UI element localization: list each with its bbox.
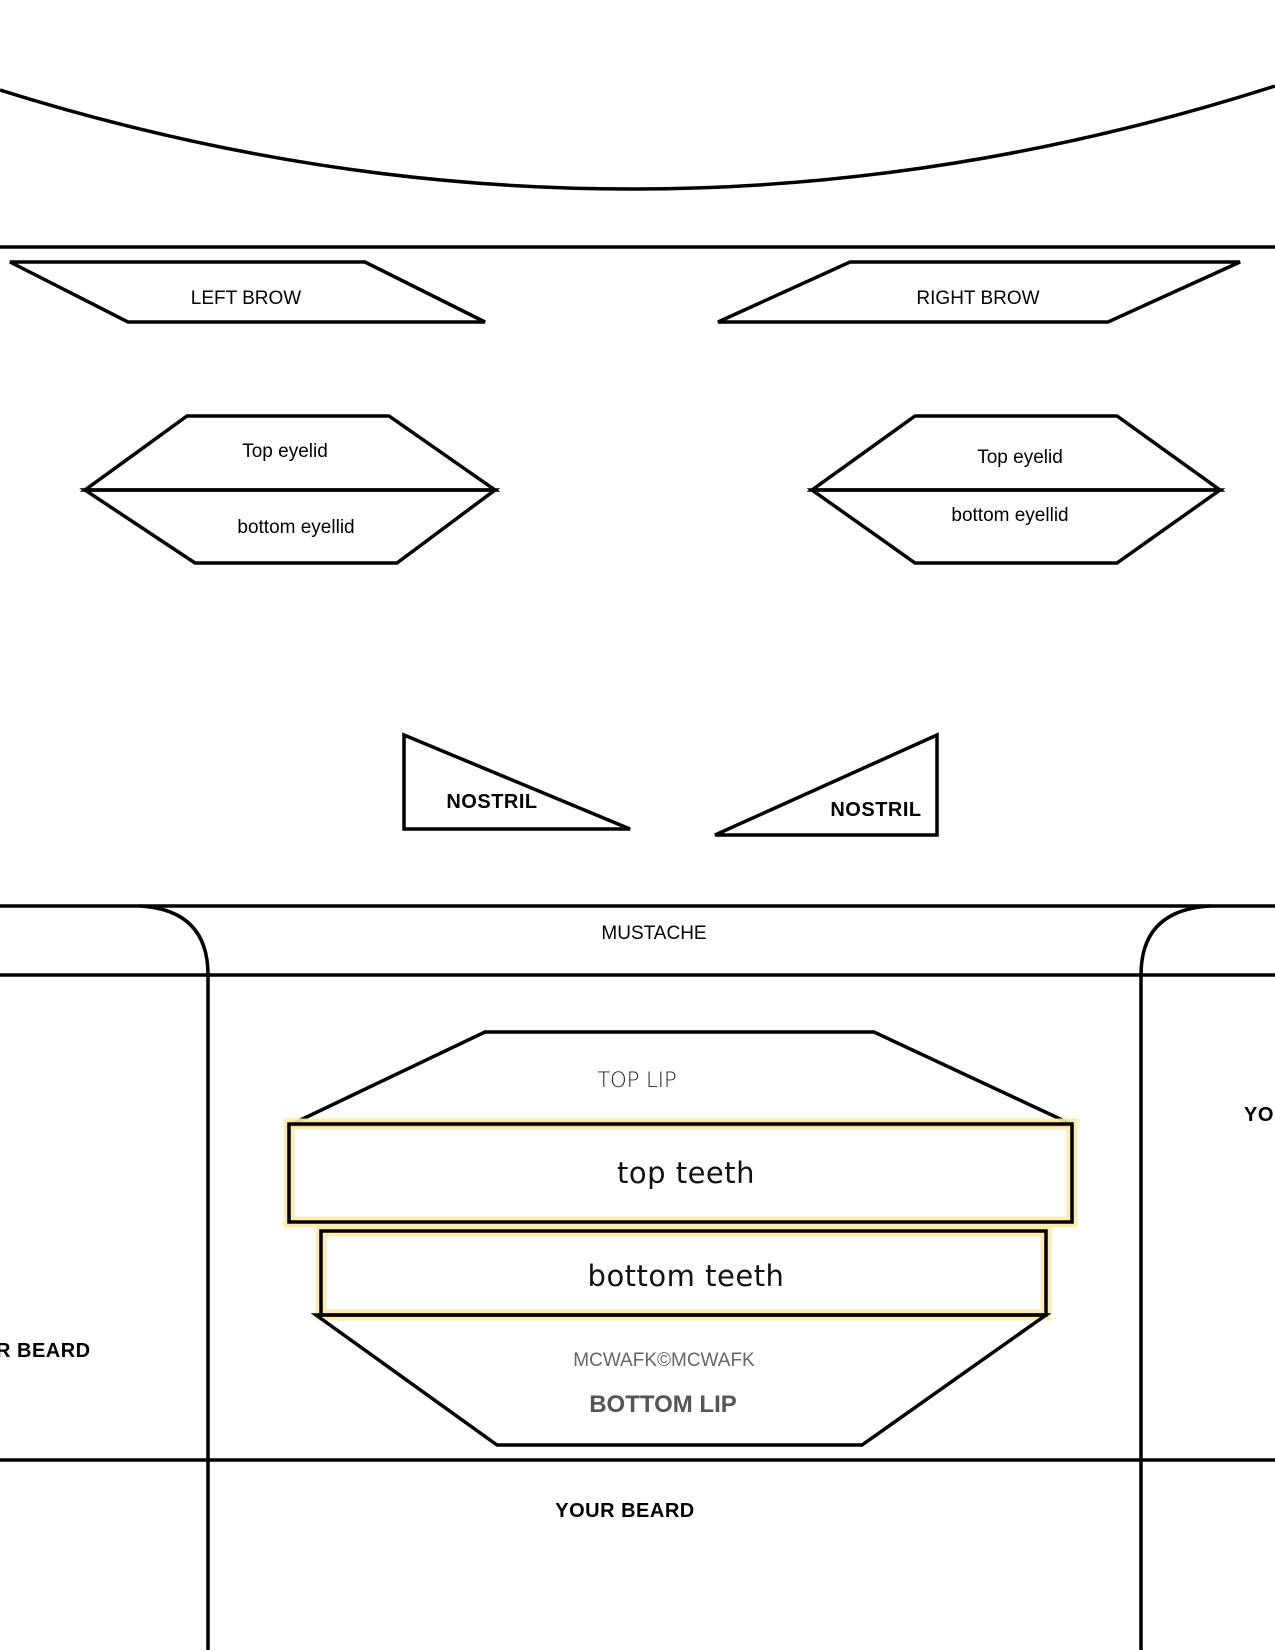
beard-right-label: YO [1244,1104,1274,1126]
bottom-teeth-label: bottom teeth [588,1259,785,1293]
mustache-right-corner [1139,904,1211,976]
bottom-lip-label: BOTTOM LIP [589,1391,737,1418]
right-brow-label: RIGHT BROW [916,288,1039,309]
beard-bottom-label: YOUR BEARD [555,1500,694,1522]
right-nostril-shape [714,732,939,837]
credit-text: MCWAFK©MCWAFK [573,1350,755,1371]
top-lip-shape [289,1030,1074,1127]
top-teeth-label: top teeth [617,1156,755,1190]
left-brow-label: LEFT BROW [191,288,302,309]
forehead-curve [0,84,1275,191]
bottom-lip-shape [310,1313,1052,1447]
left-nostril-shape [402,732,631,831]
top-teeth-box [287,1122,1074,1224]
right-nostril-label: NOSTRIL [830,799,921,821]
right-brow-shape [717,260,1241,324]
mustache-label: MUSTACHE [601,923,706,944]
right-top-eyelid-label: Top eyelid [977,447,1063,468]
left-bottom-eyelid-label: bottom eyellid [237,517,354,538]
right-bottom-eyelid-shape [806,488,1226,565]
left-nostril-label: NOSTRIL [446,791,537,813]
left-bottom-eyelid-shape [79,488,501,565]
right-bottom-eyelid-label: bottom eyellid [951,505,1068,526]
left-brow-shape [9,260,486,324]
top-lip-label: TOP LIP [597,1068,676,1092]
beard-left-label: R BEARD [0,1340,91,1362]
mustache-left-corner [139,904,210,976]
left-top-eyelid-label: Top eyelid [242,441,328,462]
